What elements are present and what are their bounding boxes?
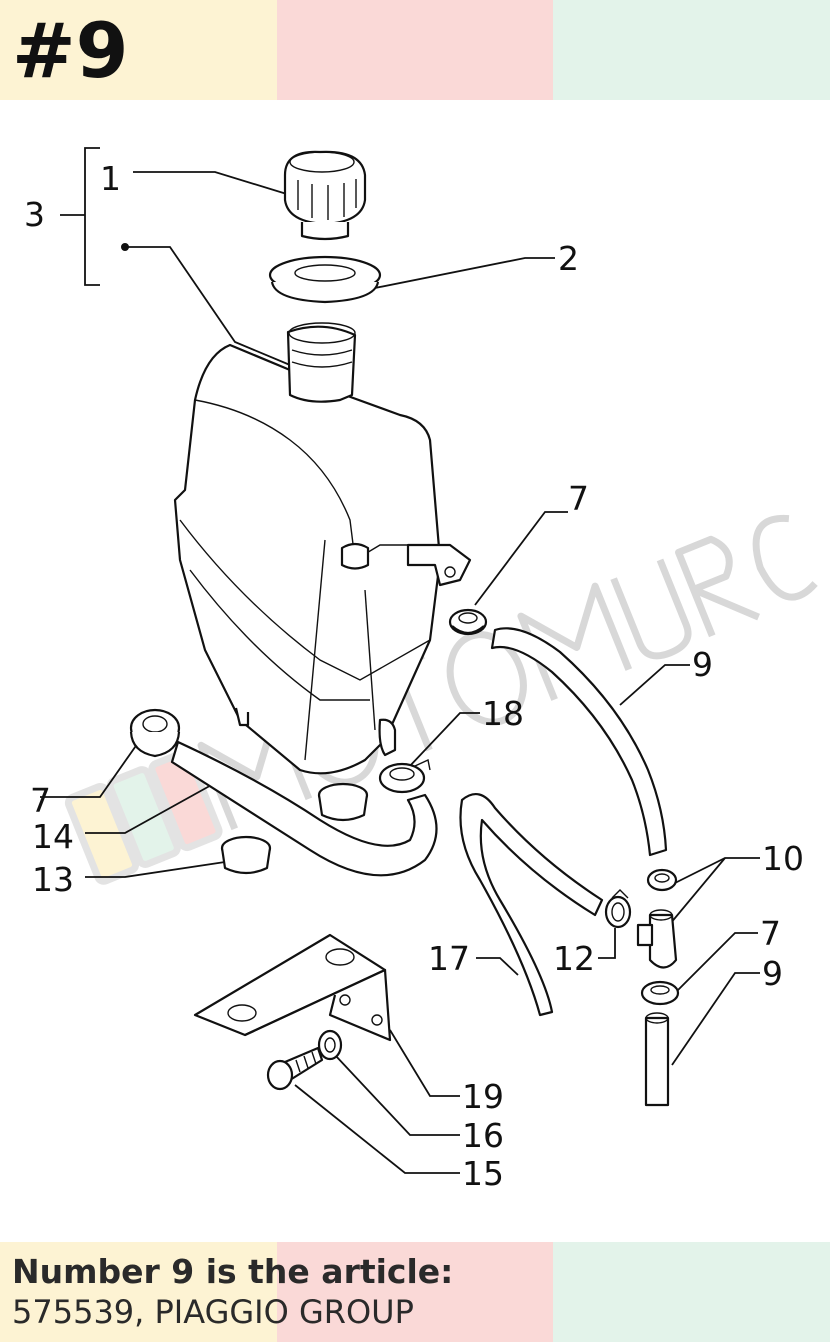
callout-19: 19	[462, 1077, 504, 1116]
grommet-part-13-upper	[317, 782, 369, 822]
callout-labels: 1 2 3 7 9 18 7 14 13 10 7 9 12 17 19 16 …	[24, 159, 804, 1193]
bracket-part-19	[193, 933, 392, 1042]
callout-7-upper: 7	[568, 479, 589, 518]
caption-heading: Number 9 is the article:	[12, 1252, 454, 1291]
grommet-part-7-lower	[640, 980, 680, 1006]
exploded-parts-diagram: 1 2 3 7 9 18 7 14 13 10 7 9 12 17 19 16 …	[24, 147, 818, 1193]
filler-cap-part-1	[283, 150, 367, 241]
callout-13: 13	[32, 860, 74, 899]
callout-9-lower: 9	[762, 954, 783, 993]
grommet-part-13-lower	[220, 835, 272, 875]
callout-15: 15	[462, 1154, 504, 1193]
article-caption: Number 9 is the article: 575539, PIAGGIO…	[12, 1252, 822, 1332]
clamp-part-18	[378, 758, 431, 794]
callout-3: 3	[24, 195, 45, 234]
callout-18: 18	[482, 694, 524, 733]
band-segment-yellow	[0, 1242, 277, 1342]
page-number: #9	[12, 6, 129, 95]
washer-part-16	[317, 1029, 343, 1061]
callout-12: 12	[553, 939, 595, 978]
band-segment-pink	[277, 1242, 553, 1342]
band-segment-green	[553, 0, 830, 100]
callout-7-left: 7	[30, 781, 51, 820]
screw-part-15	[266, 1046, 324, 1091]
clamp-part-10	[646, 868, 678, 892]
band-segment-yellow	[0, 0, 277, 100]
callout-10: 10	[762, 839, 804, 878]
clamp-part-12	[604, 889, 632, 929]
footer-color-band	[0, 1242, 830, 1342]
band-segment-green	[553, 1242, 830, 1342]
grommet-part-7-upper	[448, 608, 488, 636]
gasket-part-2	[268, 255, 382, 304]
callout-16: 16	[462, 1116, 504, 1155]
callout-14: 14	[32, 817, 74, 856]
leader-lines	[40, 147, 760, 1174]
callout-1: 1	[100, 159, 121, 198]
callout-2: 2	[558, 239, 579, 278]
oil-tank-body	[173, 322, 472, 775]
hose-part-14	[170, 740, 438, 877]
callout-7-lower: 7	[760, 914, 781, 953]
callout-9-upper: 9	[692, 645, 713, 684]
caption-article-info: 575539, PIAGGIO GROUP	[12, 1293, 414, 1331]
grommet-part-7-left	[129, 708, 181, 758]
hose-part-9-upper	[490, 627, 668, 857]
t-fitting	[636, 909, 678, 969]
header-color-band	[0, 0, 830, 100]
hose-part-9-lower	[644, 1012, 670, 1107]
band-segment-pink	[277, 0, 553, 100]
hose-part-17	[459, 792, 604, 1017]
callout-17: 17	[428, 939, 470, 978]
